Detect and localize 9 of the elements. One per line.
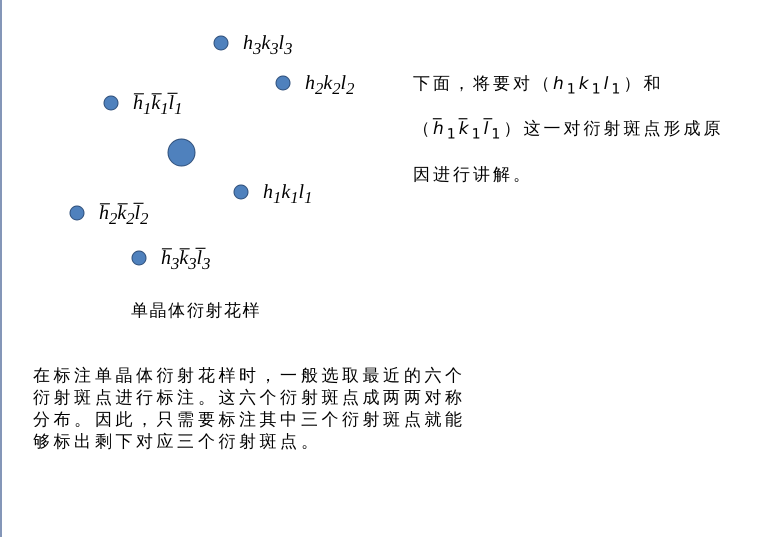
- miller-index-label: h̅$_{1}$k̅$_{1}$l̅$_{1}$: [133, 92, 182, 120]
- explanation-text: 下面，将要对（h$_{1}$k$_{1}$l$_{1}$）和（h̅$_{1}$k̅$_{1}$l̅$_{1}$）这一对衍射斑点形成原因进行讲解。: [413, 73, 724, 187]
- miller-index-label: h$_{3}$k$_{3}$l$_{3}$: [243, 32, 292, 60]
- miller-index-label: h̅$_{3}$k̅$_{3}$l̅$_{3}$: [161, 247, 210, 275]
- figure-caption: 单晶体衍射花样: [131, 300, 262, 322]
- miller-index-label: h̅$_{2}$k̅$_{2}$l̅$_{2}$: [99, 202, 148, 230]
- note-paragraph: 在标注单晶体衍射花样时，一般选取最近的六个衍射斑点进行标注。这六个衍射斑点成两两对称分布。因此，只需要标注其中三个衍射斑点就能够标出剩下对应三个衍射斑点。: [33, 365, 467, 453]
- miller-index-label: h$_{1}$k$_{1}$l$_{1}$: [263, 181, 312, 209]
- miller-index-label: h$_{2}$k$_{2}$l$_{2}$: [305, 72, 354, 100]
